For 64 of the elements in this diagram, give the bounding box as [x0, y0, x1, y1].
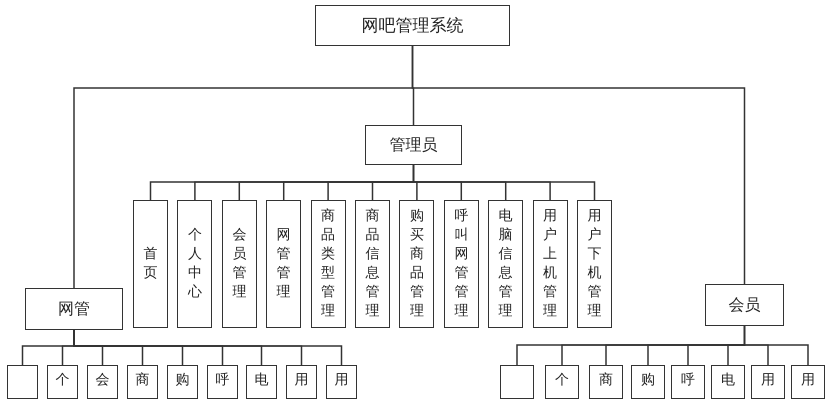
module-label: 呼叫网管管理: [454, 207, 468, 321]
module-label: 用: [761, 371, 775, 390]
module-label: 购买商品管理: [410, 207, 424, 321]
module-label: 个: [56, 371, 70, 390]
module-label: 用: [334, 371, 348, 390]
module-box: [791, 365, 825, 399]
module-label: 呼: [681, 371, 695, 390]
module-box: [711, 365, 745, 399]
module-label: 首页: [144, 245, 158, 283]
module-label: 商: [599, 371, 613, 390]
module-box: [589, 365, 623, 399]
module-box: [631, 365, 665, 399]
role-box: [705, 284, 784, 326]
module-box: [399, 200, 434, 328]
module-box: [355, 200, 390, 328]
module-label: 用户下机管理: [588, 207, 602, 321]
module-box: [444, 200, 479, 328]
role-box: [25, 288, 123, 330]
module-box: [127, 365, 158, 399]
module-box: [488, 200, 524, 328]
module-label: 商: [136, 371, 150, 390]
module-label: 商品类型管理: [321, 207, 336, 321]
module-label: 电脑信息管理: [498, 207, 513, 321]
module-box: [133, 200, 168, 328]
module-box: [577, 200, 612, 328]
module-label: 个人中心: [188, 226, 202, 302]
module-box: [310, 200, 346, 328]
module-box: [222, 200, 257, 328]
module-label: 用: [294, 371, 308, 390]
module-label: 电: [721, 371, 735, 390]
module-label: 网管管理: [276, 226, 291, 302]
module-box: [177, 200, 212, 328]
module-box: [246, 365, 277, 399]
module-label: 购: [176, 371, 190, 390]
connector-line: [412, 165, 596, 200]
module-box: [286, 365, 317, 399]
empty-box: [500, 365, 534, 399]
node-label: 管理员: [390, 134, 438, 156]
module-box: [47, 365, 78, 399]
module-box: [266, 200, 302, 328]
node-label: 会员: [728, 294, 760, 316]
module-box: [532, 200, 568, 328]
empty-box: [7, 365, 38, 399]
module-label: 电: [254, 371, 268, 390]
module-box: [751, 365, 785, 399]
module-label: 会: [96, 371, 110, 390]
node-label: 网吧管理系统: [362, 15, 464, 37]
module-label: 个: [555, 371, 569, 390]
module-label: 用: [801, 371, 815, 390]
module-box: [326, 365, 357, 399]
role-box: [315, 5, 510, 46]
role-box: [365, 125, 462, 165]
module-label: 购: [641, 371, 655, 390]
module-box: [671, 365, 705, 399]
module-label: 商品信息管理: [366, 207, 380, 321]
module-box: [87, 365, 118, 399]
node-label: 网管: [58, 298, 90, 320]
module-box: [167, 365, 198, 399]
module-label: 会员管理: [232, 226, 246, 302]
module-label: 用户上机管理: [543, 207, 558, 321]
module-box: [207, 365, 238, 399]
connector-line: [412, 46, 746, 284]
module-box: [545, 365, 579, 399]
module-label: 呼: [216, 371, 230, 390]
